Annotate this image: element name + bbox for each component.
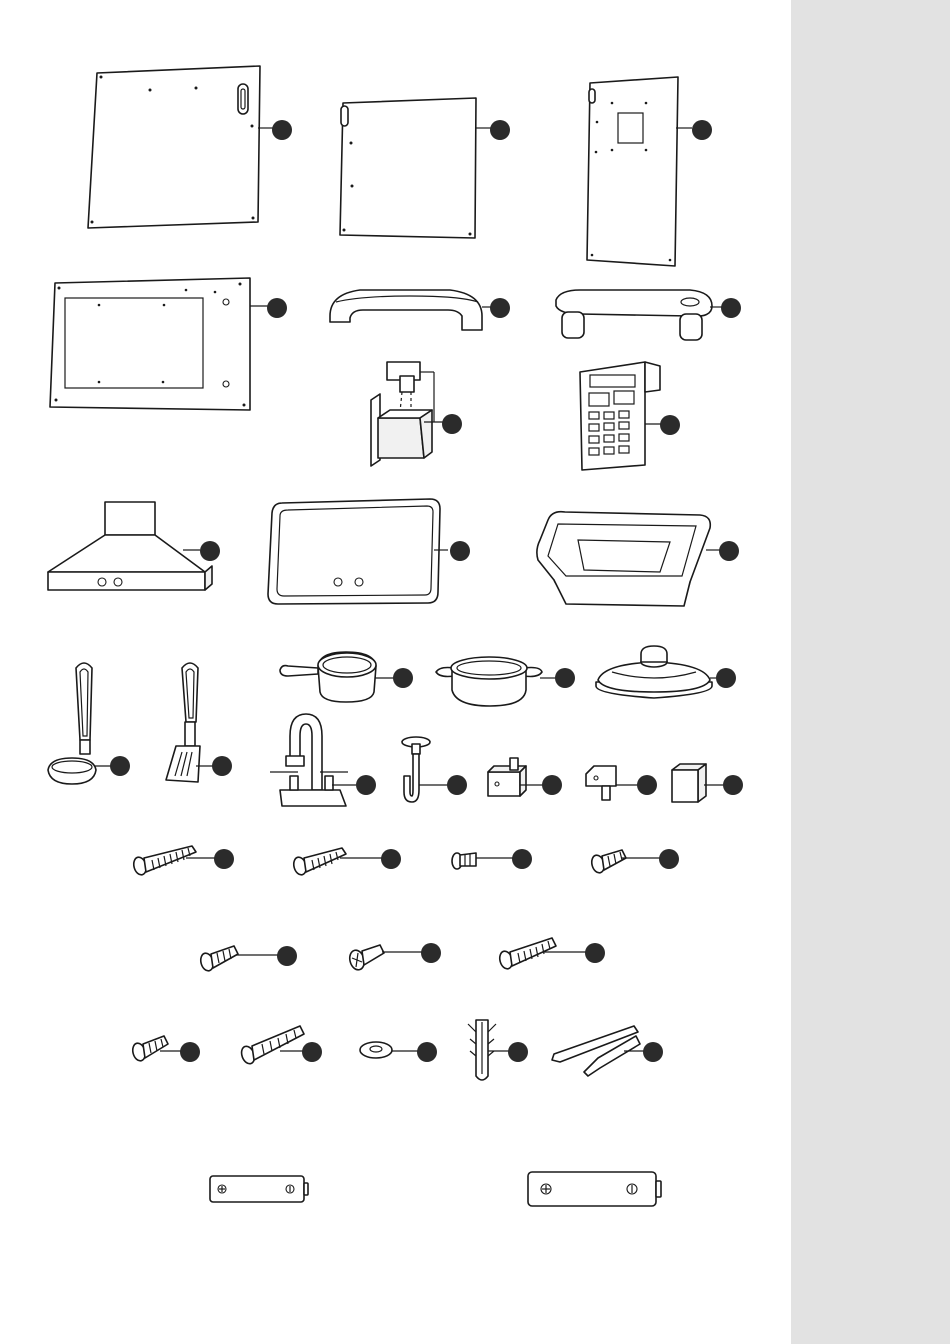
screw-short-a [452, 849, 532, 869]
part-marker [393, 668, 413, 688]
part-marker [421, 943, 441, 963]
part-marker [585, 943, 605, 963]
keypad-panel [580, 362, 680, 470]
part-marker [716, 668, 736, 688]
wall-anchor [468, 1020, 528, 1080]
part-marker [356, 775, 376, 795]
screw-long-b [292, 848, 401, 876]
oven-door-panel [50, 278, 287, 410]
saucepan [280, 652, 413, 702]
page-sidebar [791, 0, 950, 1344]
key-tool [552, 1026, 663, 1076]
side-panel-medium [340, 98, 510, 238]
part-marker [555, 668, 575, 688]
part-marker [719, 541, 739, 561]
battery-small [210, 1176, 308, 1202]
part-marker [637, 775, 657, 795]
part-marker [272, 120, 292, 140]
battery-large [528, 1172, 661, 1206]
part-marker [542, 775, 562, 795]
part-marker [200, 541, 220, 561]
parts-diagram [0, 0, 791, 1344]
part-marker [180, 1042, 200, 1062]
knob-connector [586, 766, 657, 800]
screw-long-c [498, 938, 605, 970]
part-marker [723, 775, 743, 795]
ladle [48, 663, 130, 784]
part-marker [277, 946, 297, 966]
part-marker [659, 849, 679, 869]
part-marker [442, 414, 462, 434]
part-marker [508, 1042, 528, 1062]
part-marker [417, 1042, 437, 1062]
part-marker [212, 756, 232, 776]
part-marker [512, 849, 532, 869]
bracket-assembly [371, 362, 462, 466]
screw-short-b [348, 943, 441, 971]
sink-basin [537, 512, 739, 606]
part-marker [660, 415, 680, 435]
part-marker [267, 298, 287, 318]
faucet [270, 714, 376, 806]
screw-short-c [131, 1036, 200, 1062]
spatula [166, 663, 232, 782]
handle-curved [330, 290, 510, 330]
part-marker [450, 541, 470, 561]
hook [402, 737, 467, 802]
washer [360, 1042, 437, 1062]
part-marker [381, 849, 401, 869]
screw-medium-a [590, 849, 679, 874]
cooking-pot [436, 657, 575, 706]
part-marker [447, 775, 467, 795]
side-panel-large [88, 66, 292, 228]
knob-small [488, 758, 562, 796]
screw-long-a [132, 846, 234, 876]
part-marker [490, 120, 510, 140]
part-marker [721, 298, 741, 318]
pot-lid [596, 646, 736, 698]
handle-with-legs [556, 290, 741, 340]
door-panel-tall [587, 77, 712, 266]
part-marker [110, 756, 130, 776]
part-marker [302, 1042, 322, 1062]
range-hood [48, 502, 220, 590]
screw-long-d [239, 1026, 322, 1066]
part-marker [692, 120, 712, 140]
cooktop-board [268, 499, 470, 604]
part-marker [214, 849, 234, 869]
part-marker [643, 1042, 663, 1062]
cube-block [672, 764, 743, 802]
screw-medium-b [199, 946, 297, 972]
part-marker [490, 298, 510, 318]
